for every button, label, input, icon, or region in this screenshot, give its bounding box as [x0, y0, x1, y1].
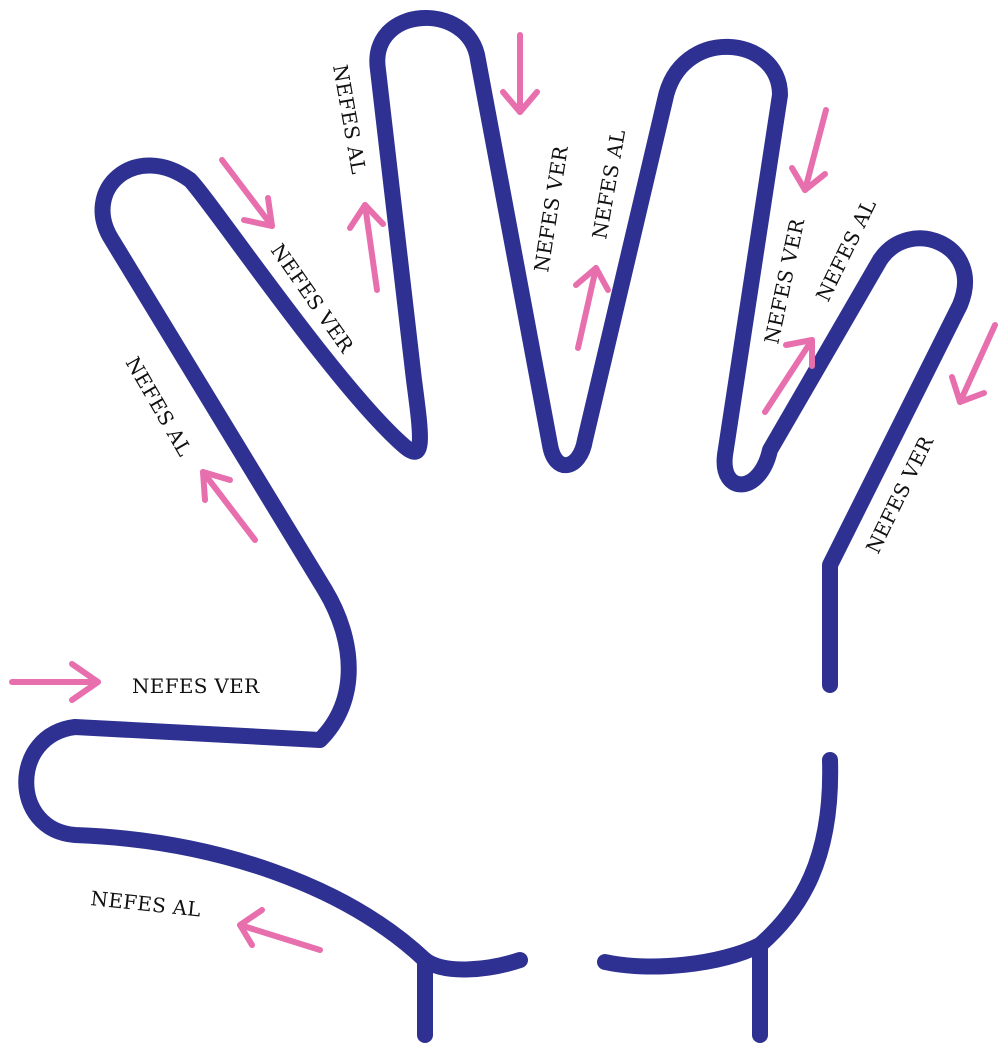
label-exhale-middle-right: NEFES VER: [529, 144, 573, 274]
wrist-right-curve: [605, 945, 760, 967]
palm-right-edge: [760, 760, 830, 945]
arrow-icon: [792, 110, 826, 190]
arrow-icon: [503, 35, 537, 112]
arrow-icon: [222, 160, 272, 226]
arrow-icon: [12, 664, 98, 700]
arrow-icon: [203, 472, 255, 540]
arrow-icon: [952, 325, 995, 402]
label-exhale-ring-right: NEFES VER: [759, 216, 809, 346]
label-inhale-thumb-bottom: NEFES AL: [89, 886, 202, 921]
label-inhale-middle-left: NEFES AL: [328, 63, 371, 176]
wrist-left-curve: [425, 960, 520, 969]
label-inhale-ring-left: NEFES AL: [587, 128, 630, 241]
arrow-icon: [240, 910, 320, 950]
arrow-icon: [350, 205, 383, 290]
hand-outline-icon: [26, 18, 965, 1035]
label-exhale-thumb: NEFES VER: [132, 674, 260, 698]
